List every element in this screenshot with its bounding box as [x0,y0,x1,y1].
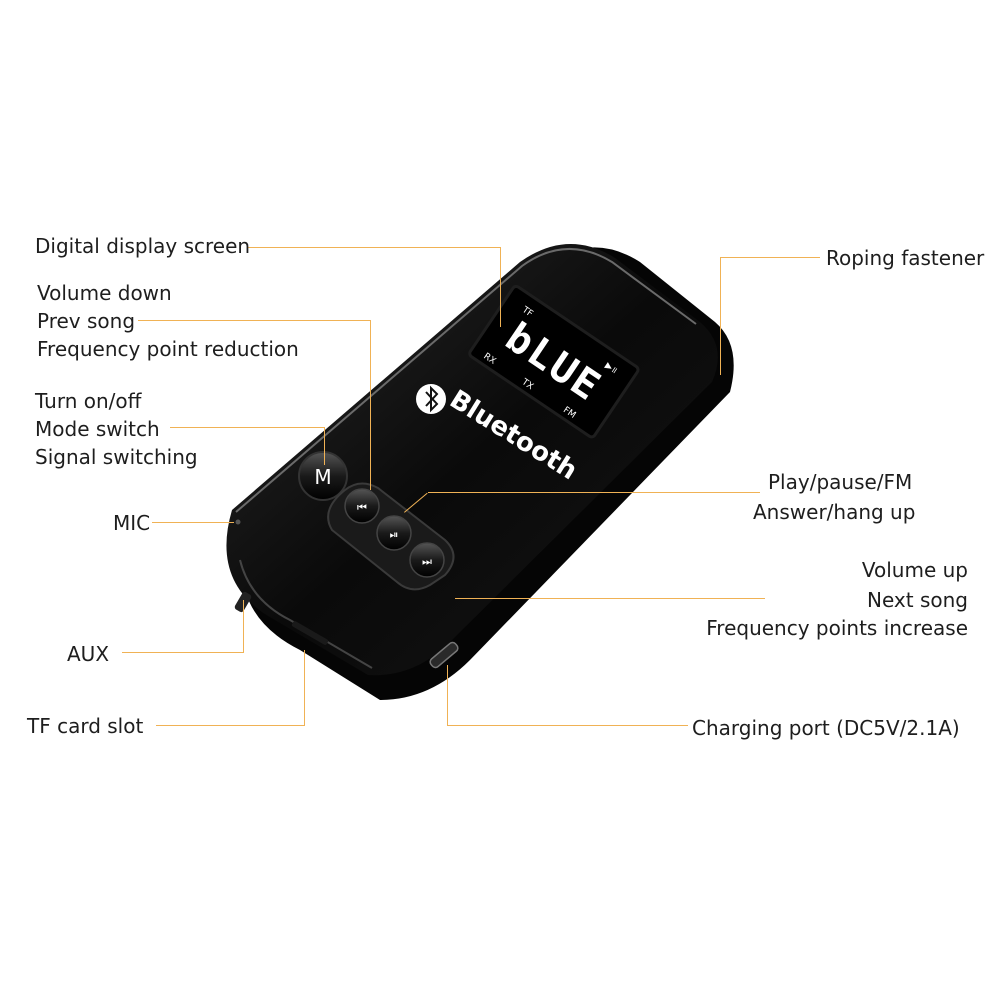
leader-charging [448,725,688,726]
leader-play-pause [428,492,760,493]
label-volume-up-line1: Volume up [861,558,968,582]
label-volume-down-line3: Frequency point reduction [37,337,299,361]
leader-digital-display [248,247,501,248]
label-volume-up-line2: Next song [867,588,968,612]
label-charging: Charging port (DC5V/2.1A) [692,716,960,740]
prev-button[interactable]: ⏮ [344,488,380,524]
label-turn-on-line2: Mode switch [35,417,160,441]
label-volume-down-line1: Volume down [37,281,172,305]
label-tf-slot: TF card slot [27,714,144,738]
label-digital-display: Digital display screen [35,234,251,258]
label-turn-on-line1: Turn on/off [35,389,142,413]
prev-icon: ⏮ [357,501,367,514]
leader-mic [152,522,234,523]
leader-tf [156,725,305,726]
leader-turn-on [170,427,325,428]
label-volume-up-line3: Frequency points increase [706,616,968,640]
mode-button-label: M [314,465,331,489]
leader-digital-display-v [500,247,501,327]
leader-aux-v [243,600,244,653]
leader-roping-v [720,257,721,375]
mode-button[interactable]: M [298,451,348,501]
label-turn-on-line3: Signal switching [35,445,198,469]
leader-tf-v [304,650,305,726]
play-pause-button[interactable]: ⏯ [376,515,412,551]
leader-charging-v [447,665,448,726]
label-play-pause-line2: Answer/hang up [753,500,916,524]
next-button[interactable]: ⏭ [409,542,445,578]
charging-port-graphic [429,641,459,669]
leader-turn-on-v [324,427,325,465]
mic-hole [235,519,241,525]
leader-volume-down [138,320,371,321]
play-pause-icon: ⏯ [390,528,399,541]
label-aux: AUX [67,642,110,666]
leader-volume-up [455,598,765,599]
tf-card-slot-graphic [291,621,329,645]
label-roping: Roping fastener [826,246,985,270]
label-mic: MIC [113,511,151,535]
leader-volume-down-v [370,320,371,490]
next-icon: ⏭ [422,555,432,568]
label-play-pause-line1: Play/pause/FM [768,470,913,494]
leader-roping [720,257,820,258]
leader-aux [122,652,244,653]
label-volume-down-line2: Prev song [37,309,136,333]
